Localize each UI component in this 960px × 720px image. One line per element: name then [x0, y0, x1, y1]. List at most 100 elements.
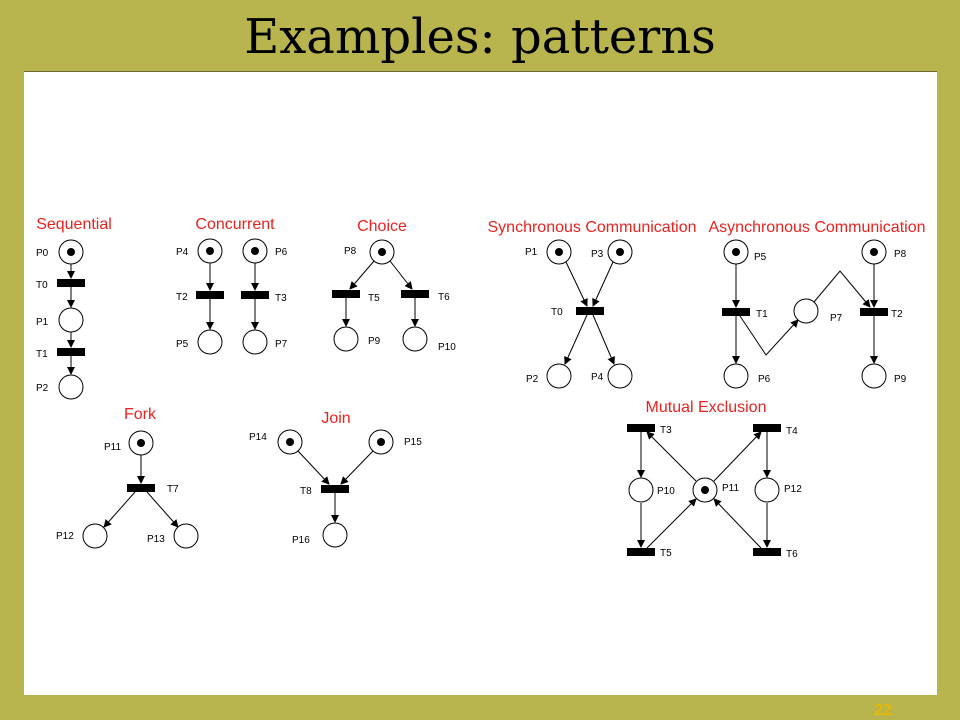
choice-label-p8: P8: [344, 246, 357, 257]
sync-place-p1-token: [555, 248, 563, 256]
choice-place-p8-token: [378, 248, 386, 256]
mutex-label-p11: P11: [722, 483, 739, 494]
conc-place-p6-token: [251, 247, 259, 255]
async-arc-t1-p7: [739, 315, 799, 356]
fork-place-p11-token: [137, 439, 145, 447]
fork-place-p13: [173, 523, 199, 549]
seq-label-p2: P2: [36, 383, 49, 394]
mutex-arc-t6-p11: [713, 498, 762, 549]
title-rule: [24, 71, 937, 72]
slide-title: Examples: patterns: [244, 9, 716, 65]
mutex-arc-p11-t4: [713, 431, 762, 482]
choice-place-p10: [402, 326, 428, 352]
sequential-title: Sequential: [36, 216, 112, 233]
seq-place-p2: [58, 374, 84, 400]
choice-label-t6: T6: [438, 292, 450, 303]
sync-arc-t0-p4: [592, 314, 615, 365]
fork-label-p13: P13: [147, 534, 165, 545]
sync-place-p3-token: [616, 248, 624, 256]
choice-place-p9: [333, 326, 359, 352]
mutex-transition-t3: [627, 424, 655, 432]
join-label-t8: T8: [300, 486, 312, 497]
conc-place-p7: [242, 329, 268, 355]
choice-transition-t6: [401, 290, 429, 298]
sync-place-p4: [607, 363, 633, 389]
join-arc-p15-t8: [340, 450, 374, 485]
async-label-p6: P6: [758, 374, 771, 385]
join-place-p16: [322, 522, 348, 548]
async-label-p7: P7: [830, 313, 843, 324]
sync-title: Synchronous Communication: [488, 219, 697, 236]
async-title: Asynchronous Communication: [709, 219, 926, 236]
mutex-label-t5: T5: [660, 548, 672, 559]
mutex-title: Mutual Exclusion: [646, 399, 767, 416]
sync-label-p2: P2: [526, 374, 539, 385]
join-place-p15-token: [377, 438, 385, 446]
seq-place-p0-token: [67, 248, 75, 256]
mutex-transition-t6: [753, 548, 781, 556]
async-place-p7: [793, 298, 819, 324]
sync-transition-t0: [576, 307, 604, 315]
join-title: Join: [321, 410, 350, 427]
conc-label-t3: T3: [275, 293, 287, 304]
join-arc-p14-t8: [297, 450, 330, 485]
choice-arc-p8-t5: [349, 260, 375, 290]
fork-transition-t7: [127, 484, 155, 492]
sync-label-t0: T0: [551, 307, 563, 318]
fork-place-p12: [82, 523, 108, 549]
fork-label-p11: P11: [104, 442, 121, 453]
join-transition-t8: [321, 485, 349, 493]
async-label-p9: P9: [894, 374, 907, 385]
conc-label-p5: P5: [176, 339, 189, 350]
sync-arc-p1-t0: [565, 261, 588, 307]
async-transition-t2: [860, 308, 888, 316]
choice-label-p10: P10: [438, 342, 456, 353]
sync-place-p2: [546, 363, 572, 389]
async-label-p5: P5: [754, 252, 767, 263]
conc-label-p7: P7: [275, 339, 288, 350]
conc-label-p6: P6: [275, 247, 288, 258]
conc-label-p4: P4: [176, 247, 189, 258]
choice-title: Choice: [357, 218, 407, 235]
conc-transition-t2: [196, 291, 224, 299]
mutex-arc-p11-t3: [646, 431, 697, 482]
fork-label-t7: T7: [167, 484, 179, 495]
nodes-layer: [57, 238, 888, 556]
async-label-t2: T2: [891, 309, 903, 320]
conc-transition-t3: [241, 291, 269, 299]
arcs-layer: [67, 260, 878, 549]
conc-place-p5: [197, 329, 223, 355]
concurrent-title: Concurrent: [195, 216, 275, 233]
seq-transition-t0: [57, 279, 85, 287]
async-place-p8-token: [870, 248, 878, 256]
sync-arc-p3-t0: [592, 261, 614, 307]
mutex-place-p10: [628, 477, 654, 503]
sync-label-p4: P4: [591, 372, 604, 383]
seq-label-t1: T1: [36, 349, 48, 360]
mutex-label-t3: T3: [660, 425, 672, 436]
mutex-transition-t5: [627, 548, 655, 556]
fork-arc-t7-p12: [103, 491, 136, 528]
async-place-p9: [861, 363, 887, 389]
mutex-place-p12: [754, 477, 780, 503]
conc-label-t2: T2: [176, 292, 188, 303]
async-label-t1: T1: [756, 309, 768, 320]
slide-number: 22: [874, 702, 892, 719]
async-arc-p7-t2: [813, 270, 871, 308]
mutex-transition-t4: [753, 424, 781, 432]
choice-label-p9: P9: [368, 336, 381, 347]
fork-title: Fork: [124, 406, 157, 423]
conc-place-p4-token: [206, 247, 214, 255]
choice-arc-p8-t6: [389, 260, 413, 290]
async-place-p5-token: [732, 248, 740, 256]
join-label-p15: P15: [404, 437, 422, 448]
choice-label-t5: T5: [368, 293, 380, 304]
join-place-p14-token: [286, 438, 294, 446]
fork-arc-t7-p13: [146, 491, 179, 528]
fork-label-p12: P12: [56, 531, 74, 542]
join-label-p16: P16: [292, 535, 310, 546]
mutex-label-t6: T6: [786, 549, 798, 560]
